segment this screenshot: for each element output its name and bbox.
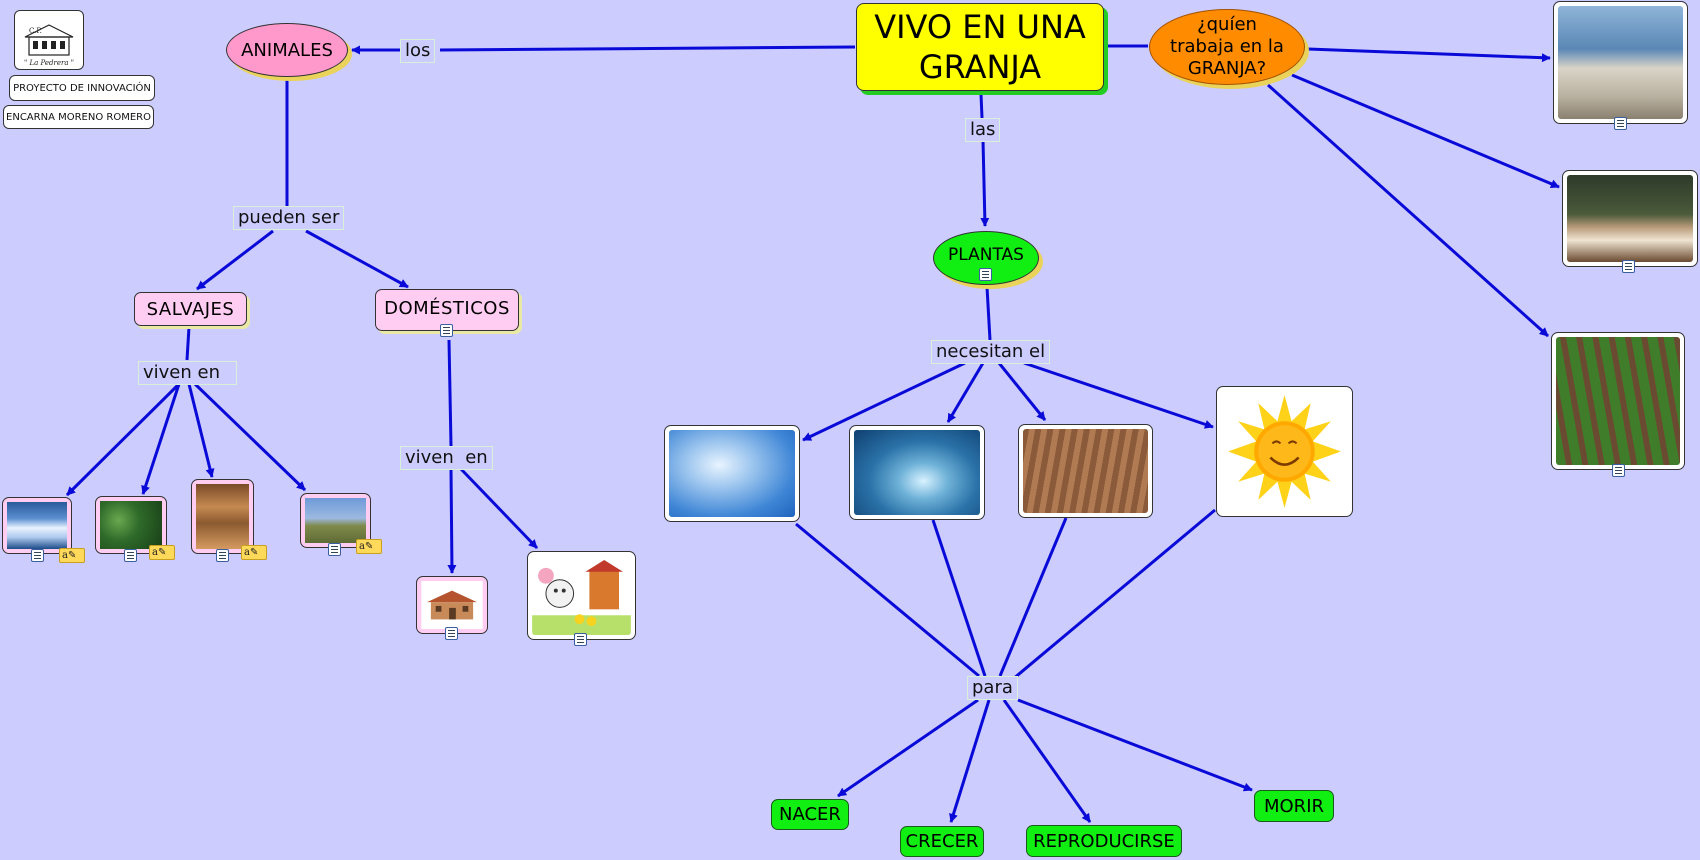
link-quien-cattle [1291,73,1560,189]
link-plantas-necesitan [985,286,992,341]
farmer-doc-icon[interactable] [1612,464,1625,477]
plantas-doc-icon[interactable] [979,268,992,281]
crecer-node[interactable]: CRECER [900,826,984,857]
link-pueden-salvajes [196,229,274,291]
school-logo: C.P. " La Pedrera " [14,10,84,70]
link-para-nacer [837,698,979,798]
link-viven-desert [187,383,215,478]
savanna-doc-icon[interactable] [328,543,341,556]
savanna-thumbnail[interactable] [300,493,371,548]
desert-doc-icon[interactable] [216,549,229,562]
farm-cartoon-thumbnail[interactable] [527,551,636,640]
desert-photo [196,484,249,549]
link-para-morir [1017,698,1253,792]
farmhouse-doc-icon[interactable] [445,627,458,640]
iceberg-doc-icon[interactable] [31,549,44,562]
cattle-doc-icon[interactable] [1622,260,1635,273]
link-pueden-domesticos [305,229,409,289]
link-sun-para [1012,508,1216,681]
link-para-crecer [949,699,991,823]
reproducirse-node[interactable]: REPRODUCIRSE [1026,825,1182,857]
morir-node[interactable]: MORIR [1254,790,1334,822]
link-salvajes-viven [185,326,191,361]
label-necesitan-el: necesitan el [931,340,1051,364]
iceberg-photo [7,502,67,549]
project-label: PROYECTO DE INNOVACIÓN [9,75,155,101]
label-para: para [967,676,1018,700]
farm-cartoon-doc-icon[interactable] [574,633,587,646]
jungle-note-icon[interactable]: a✎ [149,545,175,560]
iceberg-note-icon[interactable]: a✎ [59,548,85,563]
plantas-label: PLANTAS [948,245,1024,265]
link-viven-jungle [141,383,181,495]
cattle-thumbnail[interactable] [1562,170,1698,267]
jungle-thumbnail[interactable] [95,496,167,554]
link-necesitan-sky [802,361,966,442]
logo-text-bottom: " La Pedrera " [24,59,74,67]
link-water-para [931,519,987,677]
water-drop-photo [854,430,980,515]
link-para-reproducirse [1002,699,1092,823]
label-viven-en-domesticos: viven en [400,446,493,470]
farmer-lettuce-photo [1556,337,1680,465]
link-sky-para [795,522,980,678]
link-necesitan-field [997,362,1047,421]
link-field-para [998,517,1068,677]
label-pueden-ser: pueden ser [233,206,345,230]
quien-node[interactable]: ¿quíen trabaja en la GRANJA? [1149,9,1305,85]
farmhouse-thumbnail[interactable] [416,576,488,634]
sky-thumbnail[interactable] [664,425,800,522]
link-root-los [439,45,856,52]
link-root-las [979,93,984,119]
label-los: los [400,39,436,63]
domesticos-node[interactable]: DOMÉSTICOS [375,289,519,331]
plowed-field-photo [1023,429,1148,513]
link-necesitan-sun [1023,361,1214,429]
field-thumbnail[interactable] [1018,424,1153,518]
savanna-note-icon[interactable]: a✎ [356,539,382,554]
desert-note-icon[interactable]: a✎ [241,545,267,560]
animales-node[interactable]: ANIMALES [226,23,348,77]
jungle-photo [100,501,162,549]
link-domesticos-viven [447,339,453,447]
jungle-doc-icon[interactable] [124,549,137,562]
cattle-rancher-photo [1567,175,1693,262]
logo-text-top: C.P. [29,27,42,35]
link-viven2-cartoon [459,467,539,550]
label-las: las [965,118,1001,142]
author-label: ENCARNA MORENO ROMERO [3,105,154,129]
farm-animals-cartoon [532,556,631,635]
domesticos-label: DOMÉSTICOS [384,297,510,319]
sun-thumbnail[interactable] [1216,386,1353,517]
iceberg-thumbnail[interactable] [2,497,72,554]
link-necesitan-water [946,362,985,423]
root-node[interactable]: VIVO EN UNA GRANJA [856,3,1104,91]
sun-cartoon [1224,391,1345,512]
farmhouse-picture [421,581,483,629]
shepherd-thumbnail[interactable] [1553,1,1688,124]
school-building-icon: C.P. " La Pedrera " [24,24,74,67]
link-viven2-farmhouse [447,468,457,574]
label-viven-en-salvajes: viven en [138,361,237,385]
link-las-plantas [980,139,990,227]
shepherd-sheep-photo [1558,6,1683,119]
link-viven-iceberg [65,382,181,497]
desert-thumbnail[interactable] [191,479,254,554]
sky-clouds-photo [669,430,795,517]
water-thumbnail[interactable] [849,425,985,520]
salvajes-node[interactable]: SALVAJES [134,292,247,326]
shepherd-doc-icon[interactable] [1614,117,1627,130]
nacer-node[interactable]: NACER [771,799,849,830]
link-quien-farmer [1266,83,1550,338]
link-quien-shepherd [1307,47,1551,63]
domesticos-doc-icon[interactable] [440,324,453,337]
link-viven-savanna [193,382,307,492]
savanna-photo [305,498,366,543]
farmer-thumbnail[interactable] [1551,332,1685,470]
